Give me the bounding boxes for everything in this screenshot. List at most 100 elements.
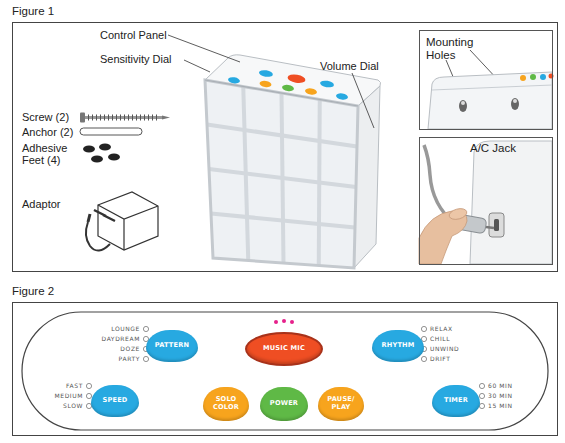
part-label: Volume Dial <box>320 60 390 72</box>
part-label: Sensitivity Dial <box>100 53 190 65</box>
inset-title: Mounting Holes <box>426 36 490 62</box>
option-label: DAYDREAM <box>60 335 140 343</box>
screw-shaft <box>85 116 162 119</box>
option-led <box>143 326 148 331</box>
device-button <box>540 74 546 80</box>
part-label: Control Panel <box>100 29 180 41</box>
adhesive-foot <box>91 156 103 163</box>
adhesive-foot <box>99 144 111 151</box>
inset-panel: A/C Jack <box>419 137 553 265</box>
screw-thread <box>88 115 160 121</box>
adaptor-symbol <box>86 192 158 251</box>
button-label: MUSIC MIC <box>261 345 307 353</box>
part-label: Adaptor <box>22 198 82 210</box>
option-led <box>421 326 426 331</box>
option-label: LOUNGE <box>60 325 140 333</box>
option-label: MEDIUM <box>20 392 83 400</box>
device-button <box>259 80 272 88</box>
grid-line <box>211 214 355 228</box>
figure-title: Figure 2 <box>12 285 132 298</box>
option-led <box>421 356 426 361</box>
control-button: TIMER <box>432 385 480 417</box>
device-rim <box>432 85 552 90</box>
control-button: PATTERN <box>146 330 198 362</box>
option-label: UNWIND <box>430 345 490 353</box>
part-label: Anchor (2) <box>22 126 82 138</box>
figure-frame: Mounting HolesA/C JackFigure 1 <box>12 22 558 272</box>
grid-line <box>207 125 357 147</box>
indicator-dot <box>290 320 294 324</box>
figure-title: Figure 1 <box>12 5 132 18</box>
device-button <box>320 80 335 89</box>
option-label: RELAX <box>430 325 490 333</box>
device-button <box>282 84 295 92</box>
screw-head <box>80 113 85 123</box>
adaptor-edge <box>98 205 158 250</box>
anchor-symbol <box>80 128 142 135</box>
option-led <box>86 383 91 388</box>
device-button <box>258 69 273 78</box>
option-led <box>479 383 484 388</box>
device-buttons <box>228 69 349 100</box>
control-panel-outline <box>22 312 548 430</box>
plug-pin <box>486 227 494 228</box>
device-corner <box>428 72 552 129</box>
device-button <box>520 75 526 81</box>
button-label: SOLO COLOR <box>203 396 249 411</box>
mounting-hole <box>511 98 519 110</box>
option-label: 60 MIN <box>488 382 538 390</box>
control-button: SPEED <box>91 385 139 417</box>
part-label: Adhesive Feet (4) <box>22 142 74 166</box>
device-front-outline <box>205 80 358 268</box>
control-button: POWER <box>260 387 308 421</box>
button-label: PATTERN <box>153 342 191 350</box>
part-label: Screw (2) <box>22 111 82 123</box>
control-button: SOLO COLOR <box>203 387 249 421</box>
mounting-hole <box>459 100 467 112</box>
screw-tip <box>162 116 170 120</box>
option-led <box>479 393 484 398</box>
option-label: 30 MIN <box>488 392 538 400</box>
leader-line <box>184 60 210 72</box>
device-rim <box>205 80 358 106</box>
device-grid <box>207 87 357 266</box>
option-label: FAST <box>20 382 83 390</box>
adaptor-body <box>98 192 158 250</box>
mounting-hole-core <box>513 99 517 103</box>
leader-line <box>168 35 240 62</box>
button-label: POWER <box>268 400 300 408</box>
adhesive-foot <box>108 154 120 161</box>
leader-line <box>352 73 374 128</box>
indicator-dot <box>282 319 286 323</box>
adaptor-prong <box>94 210 115 221</box>
jack-socket <box>489 213 504 237</box>
control-button: RHYTHM <box>372 330 424 362</box>
option-label: CHILL <box>430 335 490 343</box>
inset-title: A/C Jack <box>470 142 546 155</box>
device-side <box>470 141 552 264</box>
mounting-hole-core <box>461 101 465 105</box>
device-button <box>228 76 241 84</box>
figure-frame: PATTERN MUSIC MIC RHYTHM SPEED SOLO COLOR POW… <box>12 302 558 436</box>
adaptor-cord <box>86 222 110 251</box>
option-led <box>143 356 148 361</box>
device-front-face <box>205 80 358 268</box>
grid-line <box>209 169 356 187</box>
option-label: 15 MIN <box>488 402 538 410</box>
button-label: SPEED <box>100 397 129 405</box>
inset-panel: Mounting Holes <box>419 30 553 130</box>
adhesive-foot <box>83 146 95 153</box>
option-led <box>479 403 484 408</box>
control-button: PAUSE/ PLAY <box>318 387 364 421</box>
device-button <box>287 73 306 84</box>
option-label: SLOW <box>20 402 83 410</box>
mic-button: MUSIC MIC <box>245 332 323 366</box>
adaptor-plug <box>88 214 90 222</box>
device-button <box>530 74 536 80</box>
button-label: TIMER <box>442 397 470 405</box>
